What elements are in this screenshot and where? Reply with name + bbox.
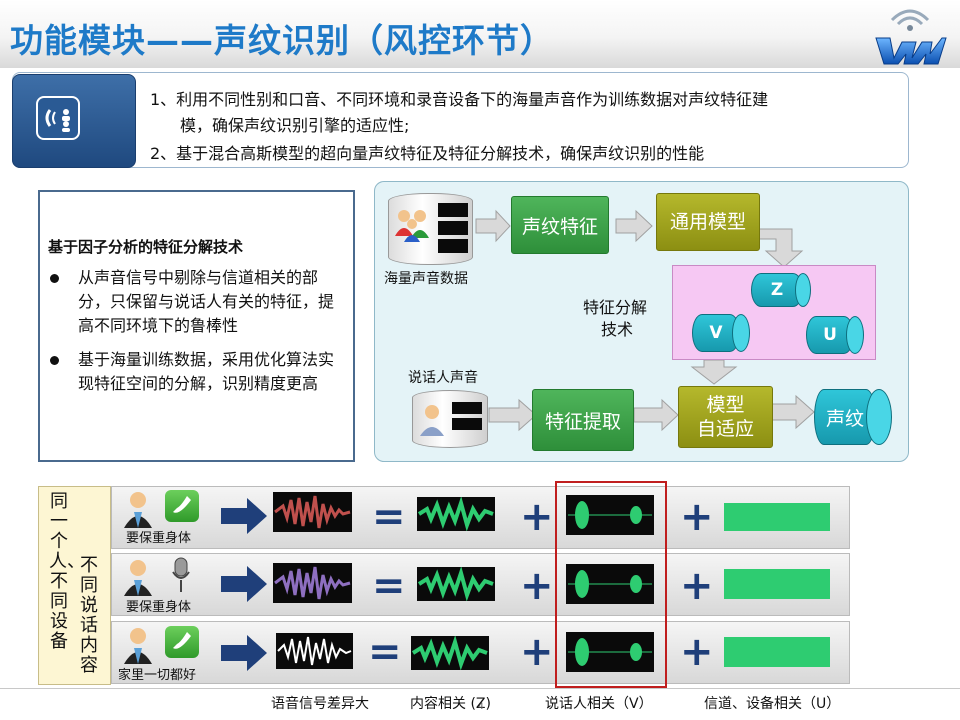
decomposition-label-2: 技术: [601, 320, 634, 339]
footer-divider: [0, 688, 960, 689]
waveform-white: [277, 636, 352, 666]
speaker-person-icon: [124, 628, 152, 664]
page-title: 功能模块——声纹识别（风控环节）: [10, 21, 554, 60]
speaker-id-icon: [36, 96, 80, 140]
side-label-col1: 同一个人、不同设备: [49, 491, 85, 652]
waveform-icon: [452, 418, 482, 430]
model-adapt-line-2: 自适应: [696, 418, 754, 440]
panel-heading: 基于因子分析的特征分解技术: [48, 238, 244, 256]
content-related-label: 内容相关 (Z): [410, 696, 491, 712]
bullet-icon: [50, 274, 59, 283]
general-model-box: 通用模型: [656, 193, 760, 251]
waveform-green: [568, 638, 652, 666]
plus-sign: +: [680, 494, 714, 540]
row-caption: 要保重身体: [126, 531, 192, 546]
row-caption: 家里一切都好: [118, 668, 197, 683]
channel-waveform: [724, 503, 830, 531]
arrow-right-icon: [221, 566, 267, 602]
waveform-icon: [438, 221, 468, 235]
row-caption: 要保重身体: [126, 600, 192, 615]
feature-decomposition-panel: [38, 190, 355, 462]
people-icon: [395, 210, 429, 242]
waveform-green: [568, 501, 652, 529]
cylinder-end: [732, 314, 750, 352]
speaker-voice-label: 说话人声音: [408, 370, 478, 386]
channel-waveform: [724, 637, 830, 667]
arrow-right-icon: [221, 635, 267, 671]
speaker-person-icon: [420, 405, 444, 436]
cylinder-end: [846, 316, 864, 354]
equals-sign: =: [372, 563, 406, 609]
waveform-icon: [438, 239, 468, 253]
phone-icon: [165, 626, 199, 658]
cylinder-end: [795, 273, 811, 307]
comparison-side-label: [38, 486, 111, 685]
speaker-highlight-frame: [555, 481, 667, 688]
equals-sign: =: [372, 494, 406, 540]
diagram-arrows: [475, 209, 840, 432]
waveform-green: [411, 636, 488, 670]
cylinder-end: [866, 389, 892, 445]
side-label-col2: 不同说话内容: [80, 555, 98, 676]
speaker-person-icon: [124, 492, 152, 528]
signal-diff-label: 语音信号差异大: [271, 696, 369, 712]
page-number: 4: [478, 702, 484, 712]
model-adapt-line-1: 模型: [706, 394, 745, 416]
plus-sign: +: [520, 563, 554, 609]
header-bar: [0, 0, 960, 68]
intro-line-2: 模，确保声纹识别引擎的适应性;: [180, 116, 410, 135]
waveform-icon: [452, 402, 482, 414]
bullet-icon: [50, 356, 59, 365]
feature-extract-box: 特征提取: [532, 389, 634, 451]
plus-sign: +: [680, 629, 714, 675]
bullet-text-1: 从声音信号中剔除与信道相关的部分，只保留与说话人有关的特征，提高不同环境下的鲁棒…: [78, 268, 335, 335]
waveform-icon: [438, 203, 468, 217]
speaker-related-label: 说话人相关（V）: [545, 696, 653, 712]
intro-line-3: 2、基于混合高斯模型的超向量声纹特征及特征分解技术，确保声纹识别的性能: [150, 144, 705, 163]
bullet-text-2: 基于海量训练数据，采用优化算法实现特征空间的分解，识别精度更高: [78, 350, 335, 393]
waveform-purple: [274, 566, 351, 600]
massive-data-label: 海量声音数据: [384, 271, 468, 287]
equals-sign: =: [368, 629, 402, 675]
plus-sign: +: [520, 494, 554, 540]
factor-v-node: V: [692, 314, 740, 352]
waveform-green: [417, 497, 494, 531]
channel-related-label: 信道、设备相关（U）: [704, 696, 841, 712]
channel-waveform: [724, 569, 830, 599]
intro-line-1: 1、利用不同性别和口音、不同环境和录音设备下的海量声音作为训练数据对声纹特征建: [150, 90, 769, 109]
plus-sign: +: [520, 629, 554, 675]
model-adapt-box: 模型 自适应: [678, 386, 773, 448]
speaker-person-icon: [124, 560, 152, 596]
company-logo: [875, 9, 947, 65]
arrow-right-icon: [221, 498, 267, 534]
microphone-icon: [172, 557, 190, 592]
waveform-green: [568, 570, 652, 598]
waveform-red: [274, 495, 351, 529]
plus-sign: +: [680, 563, 714, 609]
voiceprint-feature-box: 声纹特征: [511, 196, 609, 254]
intro-panel: [12, 72, 909, 168]
waveform-green: [417, 567, 494, 601]
decomposition-label-1: 特征分解: [583, 298, 648, 317]
phone-icon: [165, 490, 199, 522]
